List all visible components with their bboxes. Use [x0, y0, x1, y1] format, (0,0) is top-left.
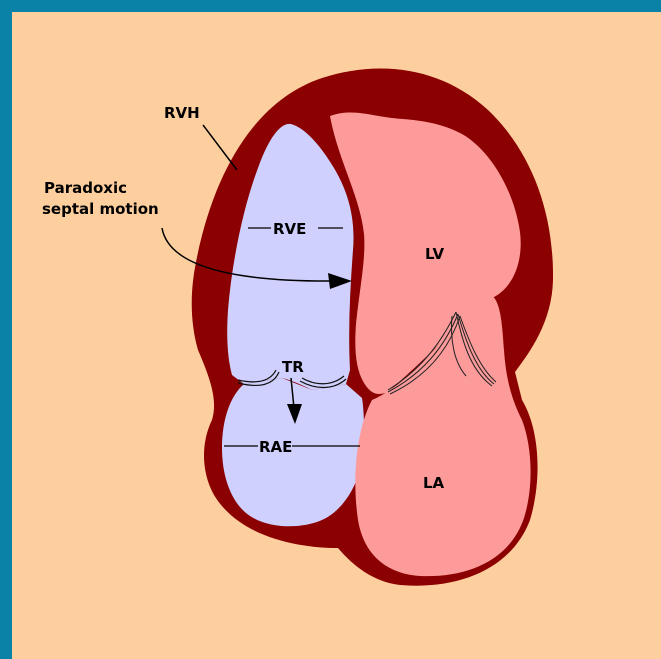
label-rve: RVE: [273, 220, 306, 238]
label-rvh: RVH: [164, 104, 200, 122]
rvh-leader-line: [203, 125, 237, 170]
label-lv: LV: [425, 245, 444, 263]
label-tr: TR: [282, 358, 304, 376]
label-la: LA: [423, 474, 445, 492]
label-rae: RAE: [259, 438, 292, 456]
label-septal-motion: septal motion: [42, 200, 159, 218]
label-paradoxic: Paradoxic: [44, 179, 127, 197]
